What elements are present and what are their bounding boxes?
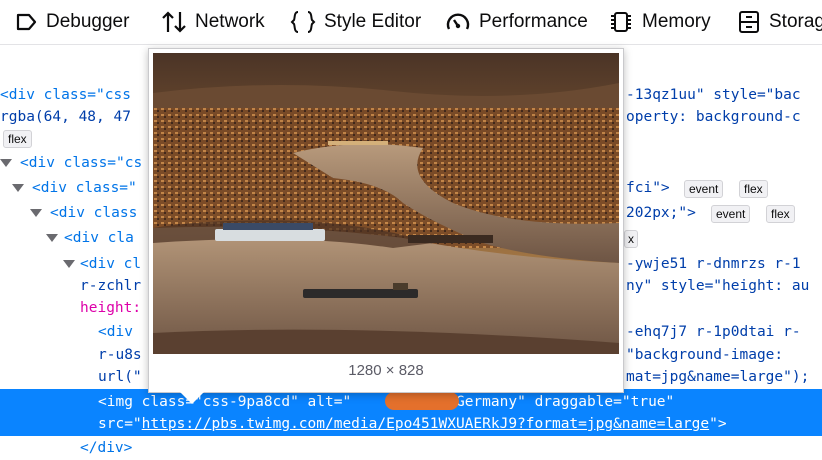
markup-line-fragment: operty: background-c	[626, 109, 801, 125]
markup-line-fragment: fci">	[626, 180, 670, 196]
river-photo	[153, 53, 619, 354]
markup-line[interactable]: </div>	[80, 440, 133, 456]
event-badge[interactable]: event	[711, 205, 751, 223]
tooltip-arrow	[178, 390, 206, 404]
markup-line[interactable]: <div cl	[80, 256, 142, 272]
markup-line-fragment: -ehq7j7 r-1p0dtai r-	[626, 324, 801, 340]
tab-style-editor[interactable]: Style Editor	[290, 0, 421, 44]
flex-badge[interactable]: flex	[766, 205, 795, 223]
tab-performance[interactable]: Performance	[445, 0, 588, 44]
devtools-toolbar: Debugger Network Style Editor Performanc…	[0, 0, 822, 45]
markup-line[interactable]: <div class="cs	[20, 155, 143, 171]
markup-line[interactable]: <div class="css	[0, 87, 131, 103]
flex-badge[interactable]: x	[624, 230, 638, 248]
redaction-mark	[385, 392, 459, 410]
riverboat-3	[408, 235, 493, 243]
image-preview-tooltip: 1280 × 828	[148, 48, 624, 393]
markup-line[interactable]: <div class	[50, 205, 138, 221]
markup-line-fragment: ny" style="height: au	[626, 278, 810, 294]
flex-badge[interactable]: flex	[739, 180, 768, 198]
tab-label: Network	[195, 11, 265, 32]
image-src-link[interactable]: https://pbs.twimg.com/media/Epo451WXUAER…	[141, 416, 710, 432]
twisty-icon[interactable]	[0, 159, 12, 167]
event-badge[interactable]: event	[684, 180, 724, 198]
tab-label: Storag	[769, 11, 822, 32]
style-editor-icon	[290, 11, 316, 33]
markup-line[interactable]: <div	[98, 324, 133, 340]
twisty-icon[interactable]	[30, 209, 42, 217]
performance-icon	[446, 13, 470, 30]
markup-line[interactable]: height:	[80, 300, 142, 316]
image-dimensions: 1280 × 828	[348, 362, 424, 379]
riverboat-1	[215, 223, 325, 241]
tab-label: Style Editor	[324, 11, 422, 32]
markup-line-fragment: mat=jpg&name=large");	[626, 369, 810, 385]
tab-network[interactable]: Network	[161, 0, 265, 44]
markup-line[interactable]: <div class="	[32, 180, 137, 196]
riverboat-2	[303, 283, 418, 298]
markup-line-fragment: -13qz1uu" style="bac	[626, 87, 801, 103]
tab-label: Memory	[642, 11, 711, 32]
twisty-icon[interactable]	[63, 260, 75, 268]
memory-icon	[611, 12, 631, 32]
markup-line[interactable]: url("	[98, 369, 142, 385]
network-icon	[162, 11, 186, 33]
markup-line[interactable]: r-u8s	[98, 347, 142, 363]
markup-line[interactable]: <div cla	[64, 230, 134, 246]
storage-icon	[739, 11, 759, 33]
markup-line-fragment: "background-image:	[626, 347, 784, 363]
markup-line[interactable]: rgba(64, 48, 47	[0, 109, 131, 125]
twisty-icon[interactable]	[12, 184, 24, 192]
tab-label: Performance	[479, 11, 588, 32]
tab-storage[interactable]: Storag	[737, 0, 822, 44]
twisty-icon[interactable]	[46, 234, 58, 242]
tab-debugger[interactable]: Debugger	[14, 0, 129, 44]
tab-label: Debugger	[46, 11, 130, 32]
markup-line-fragment: 202px;">	[626, 205, 696, 221]
flex-badge[interactable]: flex	[3, 130, 32, 148]
selected-line-src: src="https://pbs.twimg.com/media/Epo451W…	[98, 416, 727, 432]
selected-line-img: <img class="css-9pa8cd" alt=" , Germany"…	[98, 394, 675, 410]
preview-image	[153, 53, 619, 354]
debugger-icon	[16, 13, 37, 31]
tab-memory[interactable]: Memory	[608, 0, 711, 44]
markup-line[interactable]: r-zchlr	[80, 278, 142, 294]
markup-line-fragment: -ywje51 r-dnmrzs r-1	[626, 256, 801, 272]
